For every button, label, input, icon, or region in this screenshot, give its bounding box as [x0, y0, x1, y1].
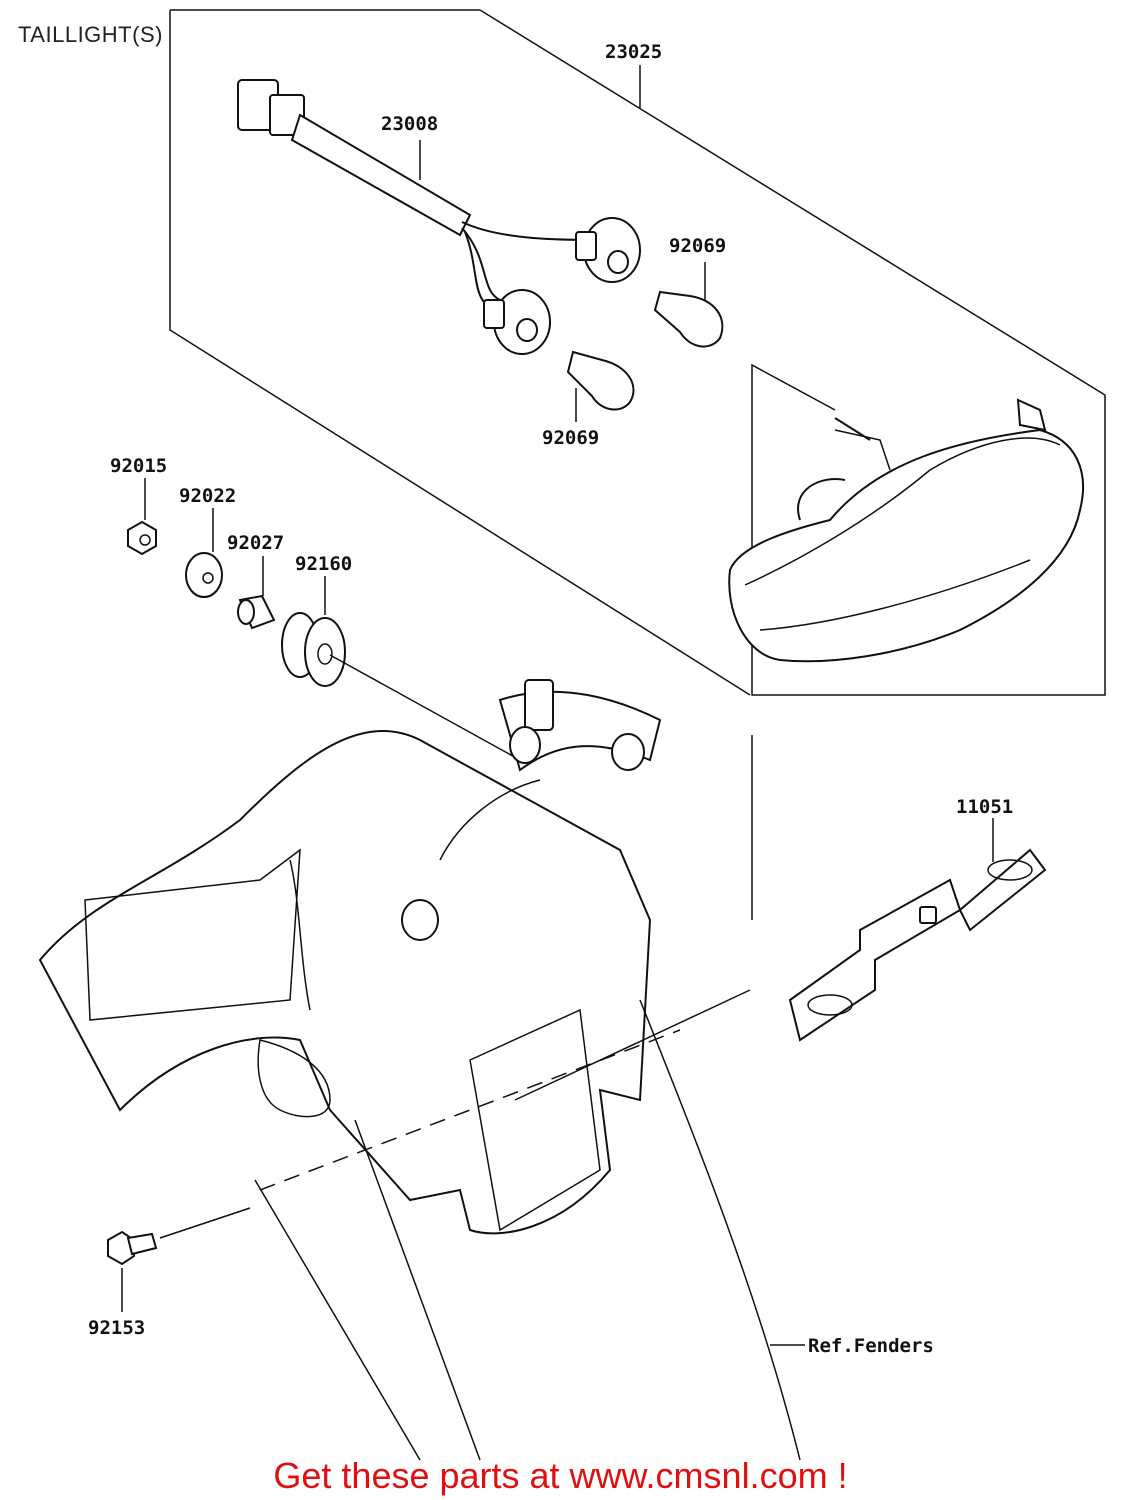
label-92069-upper: 92069: [669, 235, 726, 257]
wiring-harness-23008[interactable]: [237, 79, 601, 311]
label-92027: 92027: [227, 532, 284, 554]
label-92069-lower: 92069: [542, 427, 599, 449]
bolt-92153[interactable]: [107, 1207, 251, 1312]
bulb-92069-lower[interactable]: [566, 350, 635, 422]
label-23008: 23008: [381, 113, 438, 135]
bulb-socket-lower: [483, 289, 551, 355]
grommet-92160[interactable]: [281, 576, 521, 761]
assembly-frame-23025: [169, 9, 1106, 920]
bulb-socket-upper: [575, 217, 641, 283]
taillight-housing[interactable]: [728, 398, 1085, 663]
label-11051: 11051: [956, 796, 1013, 818]
label-92015: 92015: [110, 455, 167, 477]
label-92022: 92022: [179, 485, 236, 507]
bulb-92069-upper[interactable]: [653, 262, 724, 348]
nut-92015[interactable]: [127, 478, 157, 556]
label-ref-fenders: Ref.Fenders: [808, 1335, 934, 1357]
promo-footer-link[interactable]: Get these parts at www.cmsnl.com !: [273, 1455, 848, 1496]
label-23025: 23025: [605, 41, 662, 63]
rear-fender-assembly: [38, 679, 801, 1461]
label-92153: 92153: [88, 1317, 145, 1339]
license-bracket-11051[interactable]: [514, 818, 1047, 1101]
washer-92022[interactable]: [185, 508, 223, 598]
collar-92027[interactable]: [237, 556, 276, 630]
label-92160: 92160: [295, 553, 352, 575]
diagram-title: TAILLIGHT(S): [18, 22, 163, 47]
